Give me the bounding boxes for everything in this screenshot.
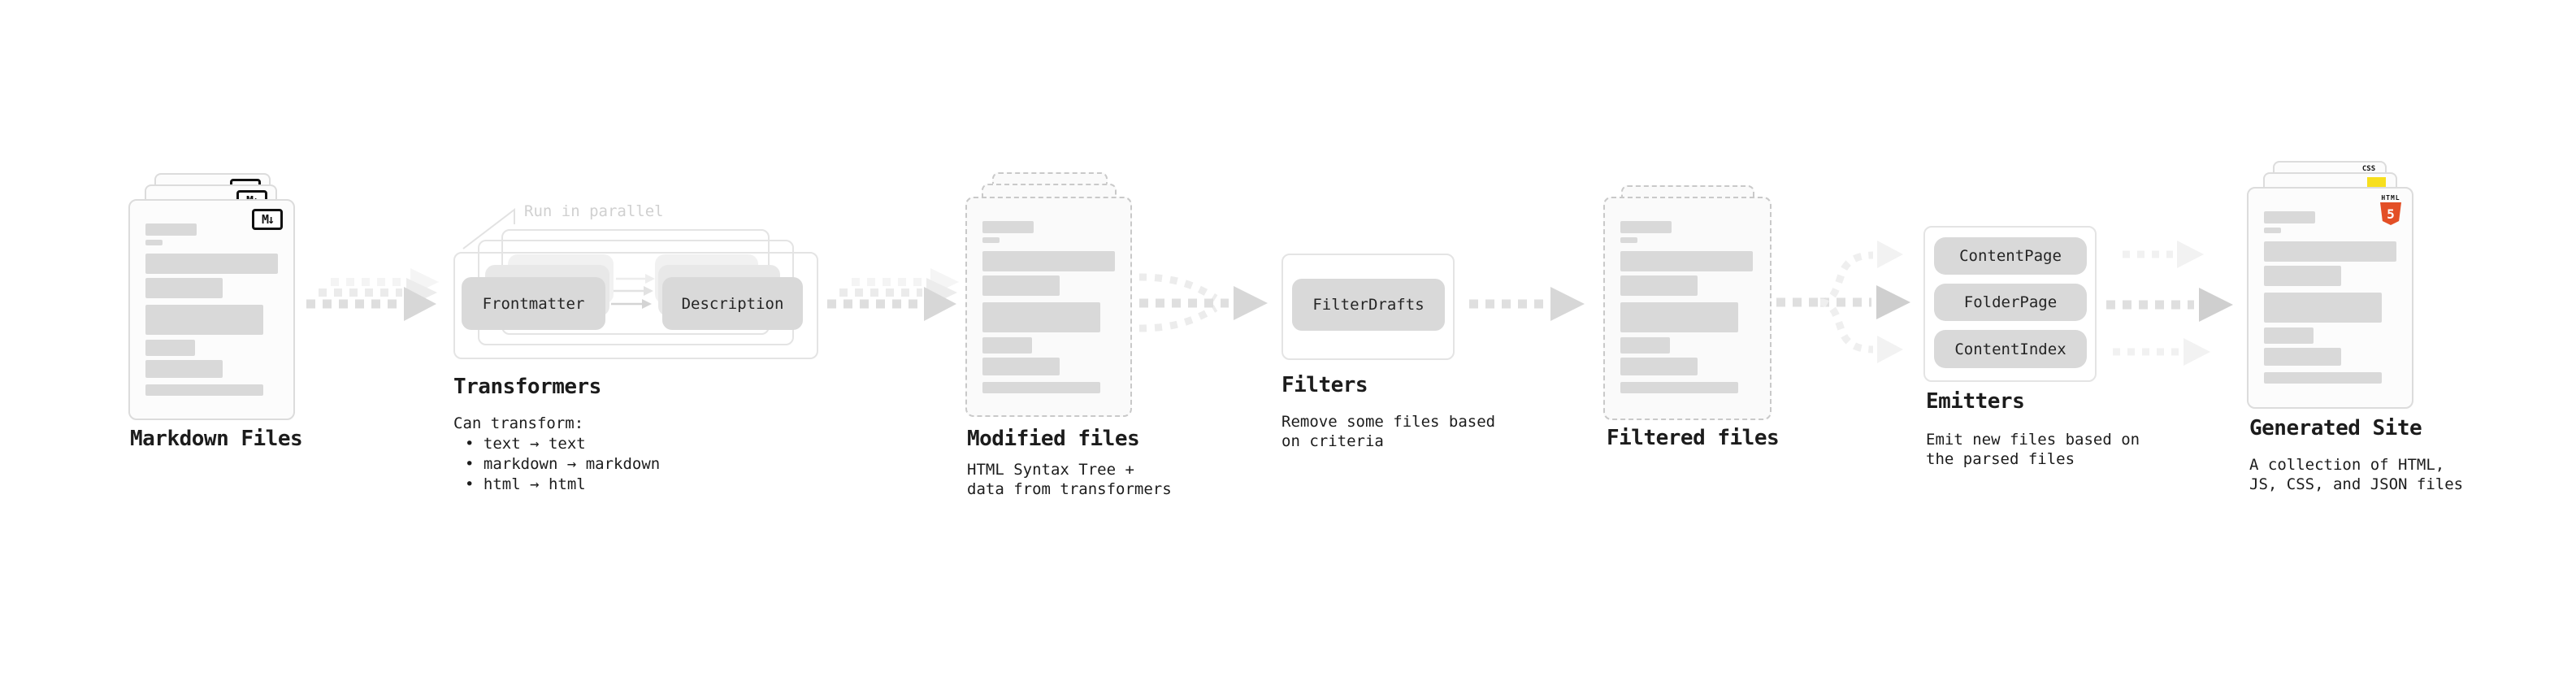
doc-content-placeholder: [967, 198, 1130, 393]
js-icon: [2367, 177, 2386, 188]
description-pill: Description: [662, 277, 803, 330]
modified-files-caption: HTML Syntax Tree + data from transformer…: [967, 461, 1172, 498]
site-file-card: HTML 5: [2247, 187, 2413, 409]
modified-file-card: [965, 197, 1132, 417]
arrow-transformers-to-modified: [827, 268, 959, 321]
markdown-files-label: Markdown Files: [130, 427, 303, 451]
markdown-icon: M↓: [252, 209, 283, 230]
filters-frame: [1281, 254, 1455, 360]
emitters-caption: Emit new files based on the parsed files: [1926, 431, 2140, 468]
modified-files-label: Modified files: [967, 427, 1140, 451]
markdown-file-card: M↓: [128, 199, 295, 420]
frontmatter-pill: Frontmatter: [462, 277, 605, 330]
doc-content-placeholder: [1605, 198, 1770, 393]
generated-site-caption: A collection of HTML, JS, CSS, and JSON …: [2249, 456, 2464, 493]
filterdrafts-pill: FilterDrafts: [1292, 279, 1445, 331]
emitters-title: Emitters: [1926, 389, 2025, 414]
doc-content-placeholder: [2249, 189, 2412, 384]
filtered-file-card: [1603, 197, 1772, 420]
emitters-frame: [1923, 226, 2097, 382]
arrow-modified-to-filters-converge: [1138, 273, 1268, 332]
filtered-files-label: Filtered files: [1607, 426, 1780, 450]
folderpage-pill: FolderPage: [1934, 284, 2087, 321]
transformers-title: Transformers: [453, 375, 601, 399]
arrow-filtered-to-emitters-fanout: [1776, 241, 1910, 363]
bullet-item: • markdown → markdown: [465, 455, 661, 473]
contentindex-pill: ContentIndex: [1934, 330, 2087, 368]
transformer-frame: [453, 252, 818, 359]
run-in-parallel-note: Run in parallel: [524, 202, 664, 220]
html5-icon: HTML 5: [2379, 194, 2402, 225]
transformers-caption-heading: Can transform:: [453, 414, 584, 432]
contentpage-pill: ContentPage: [1934, 237, 2087, 275]
generated-site-label: Generated Site: [2249, 416, 2422, 440]
bullet-item: • html → html: [465, 475, 586, 493]
filters-caption: Remove some files based on criteria: [1281, 413, 1496, 450]
bullet-item: • text → text: [465, 435, 586, 453]
arrow-emitters-to-site: [2106, 241, 2233, 366]
arrow-filters-to-filtered: [1469, 287, 1585, 321]
arrow-markdown-to-transformers: [306, 268, 439, 321]
transformers-bullet-list: • text → text • markdown → markdown • ht…: [465, 434, 660, 495]
doc-content-placeholder: [130, 201, 293, 396]
filters-title: Filters: [1281, 373, 1368, 397]
